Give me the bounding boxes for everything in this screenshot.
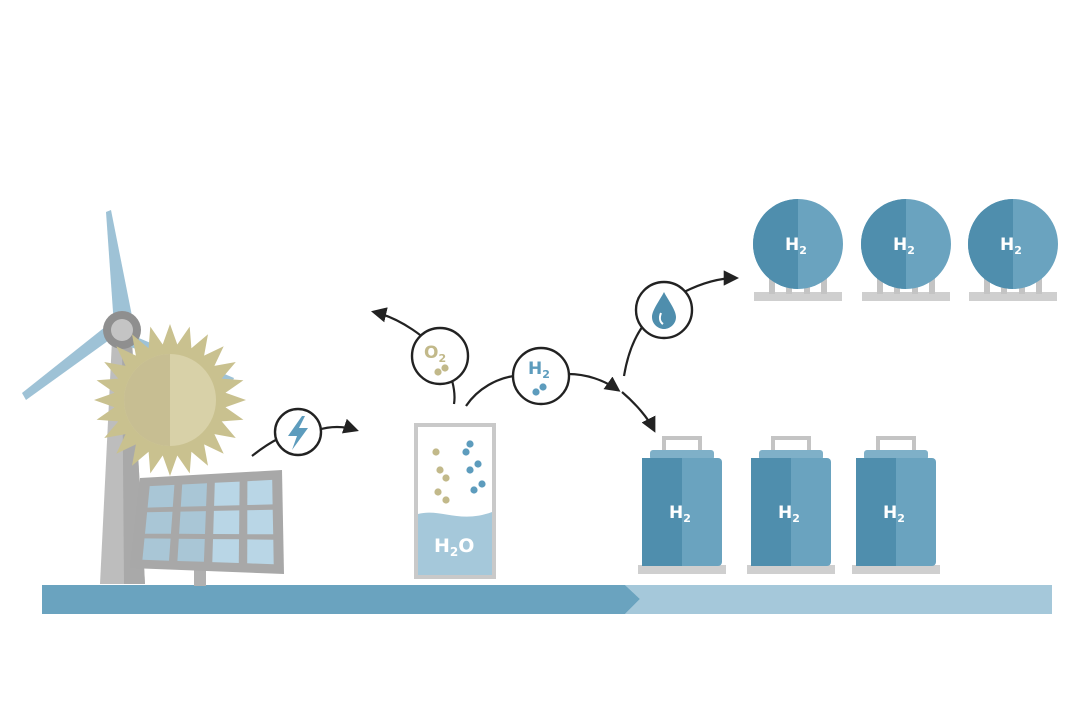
oxygen-bubble-dot <box>432 448 440 456</box>
solar-cell <box>214 481 240 506</box>
solar-panel-post <box>194 570 206 586</box>
arrow-to-cylinders <box>621 391 656 433</box>
hydrogen-bubble: H2 <box>511 346 571 406</box>
turbine-hub-inner <box>111 319 133 341</box>
hydrogen-bubble-dot <box>474 460 482 468</box>
oxygen-bubble-dot <box>436 466 444 474</box>
cylinder-tank-base <box>852 565 940 574</box>
sphere-tank-label: H2 <box>893 235 915 257</box>
oxygen-dot <box>434 368 442 376</box>
sphere-tank-shade <box>753 199 798 289</box>
solar-cell <box>179 511 206 534</box>
ground-bar-dark <box>42 585 640 614</box>
solar-cell <box>142 538 171 561</box>
hydrogen-bubble-dot <box>478 480 486 488</box>
solar-cell <box>247 509 274 535</box>
cylinder-storage-tanks: H2 H2 H2 <box>638 436 940 574</box>
hydrogen-dot <box>539 383 547 391</box>
cylinder-tank-label: H2 <box>778 503 800 525</box>
sphere-tank: H2 <box>861 199 951 301</box>
sphere-tank-shade <box>861 199 906 289</box>
turbine-blade-up <box>106 210 132 326</box>
cylinder-tank-base <box>747 565 835 574</box>
fuel-bubble <box>634 280 694 340</box>
solar-cell <box>213 510 240 535</box>
cylinder-tank-cap <box>650 450 714 460</box>
sphere-tank-base <box>969 292 1057 301</box>
cylinder-tank-shade <box>642 458 682 566</box>
energy-bubble <box>273 407 323 457</box>
hydrogen-bubble-dot <box>462 448 470 456</box>
oxygen-bubble-dot <box>442 474 450 482</box>
solar-panel-cells <box>142 479 274 565</box>
water-label: H2O <box>434 535 474 559</box>
hydrogen-dot <box>532 388 540 396</box>
oxygen-bubble-dot <box>434 488 442 496</box>
cylinder-tank-shade <box>751 458 791 566</box>
electrolyzer-tank: H2O <box>414 423 496 579</box>
water-drop-icon <box>652 292 676 329</box>
solar-cell <box>147 484 175 508</box>
hydrogen-bubble-dot <box>466 466 474 474</box>
cylinder-tank: H2 <box>638 436 726 574</box>
cylinder-tank-cap <box>759 450 823 460</box>
oxygen-label: O2 <box>424 343 446 365</box>
solar-cell <box>145 511 173 534</box>
sun-icon <box>94 324 246 476</box>
drop-highlight <box>658 312 664 325</box>
cylinder-tank: H2 <box>852 436 940 574</box>
sun-disc-shade <box>124 354 170 446</box>
cylinder-tank-handle <box>662 436 702 452</box>
hydrogen-label: H2 <box>528 359 550 381</box>
ground-bar-light <box>625 585 1052 614</box>
gas-bubbles <box>432 440 486 504</box>
sphere-tank-base <box>754 292 842 301</box>
cylinder-tank-base <box>638 565 726 574</box>
spherical-storage-tanks: H2 H2 H2 <box>753 199 1058 301</box>
solar-panel-icon <box>130 470 284 586</box>
solar-cell <box>177 538 205 562</box>
sphere-tank: H2 <box>968 199 1058 301</box>
solar-cell <box>247 479 273 505</box>
cylinder-tank-label: H2 <box>669 503 691 525</box>
oxygen-bubble: O2 <box>410 326 470 386</box>
solar-cell <box>180 483 207 507</box>
lightning-bolt-icon <box>288 416 308 450</box>
arrow-hydrogen <box>465 372 618 407</box>
oxygen-bubble-dot <box>442 496 450 504</box>
cylinder-tank-shade <box>856 458 896 566</box>
turbine-blade-left <box>22 327 112 400</box>
cylinder-tank-label: H2 <box>883 503 905 525</box>
cylinder-tank: H2 <box>747 436 835 574</box>
ground-bar <box>42 585 1052 614</box>
hydrogen-bubble-dot <box>466 440 474 448</box>
hydrogen-bubble-dot <box>470 486 478 494</box>
water-level <box>418 512 492 575</box>
sphere-tank: H2 <box>753 199 843 301</box>
solar-cell <box>212 539 239 563</box>
oxygen-dot <box>441 364 449 372</box>
sphere-tank-shade <box>968 199 1013 289</box>
cylinder-tank-cap <box>864 450 928 460</box>
cylinder-tank-handle <box>771 436 811 452</box>
sphere-tank-label: H2 <box>785 235 807 257</box>
cylinder-tank-handle <box>876 436 916 452</box>
sphere-tank-base <box>862 292 950 301</box>
solar-cell <box>247 539 274 565</box>
sphere-tank-label: H2 <box>1000 235 1022 257</box>
